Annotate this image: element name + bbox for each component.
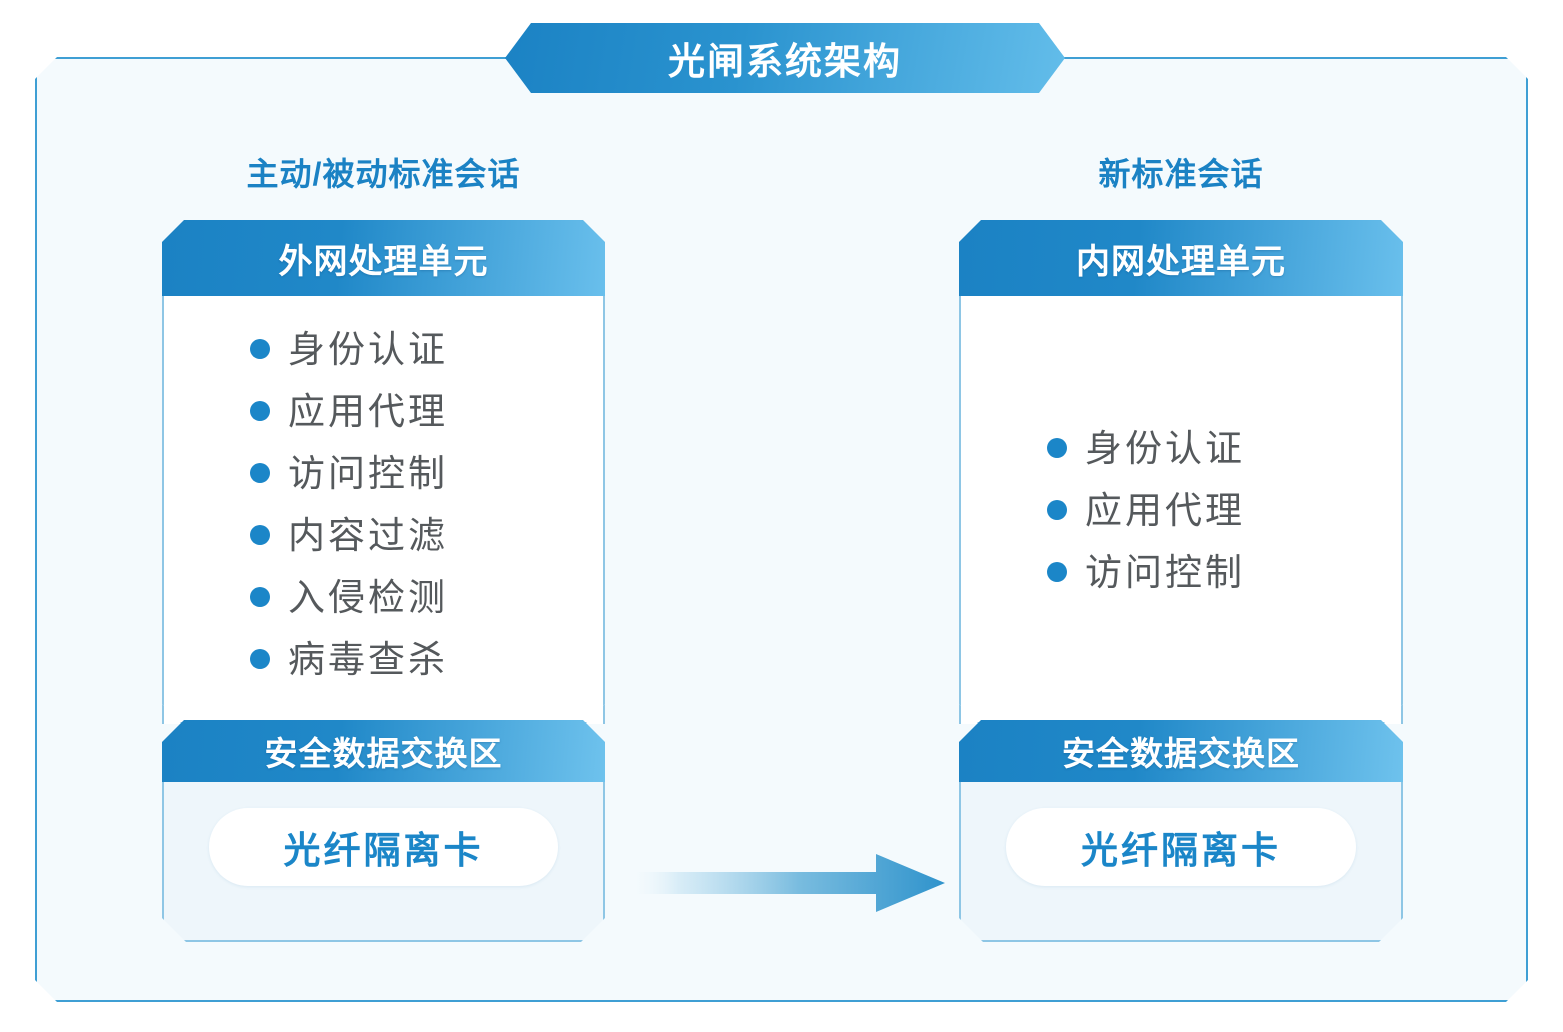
right-fiber-isolation-card[interactable]: 光纤隔离卡 [1006,808,1356,886]
feature-item: 内容过滤 [164,504,603,566]
right-unit-header-label: 内网处理单元 [1076,242,1286,281]
feature-item: 应用代理 [164,380,603,442]
bullet-icon [1047,562,1067,582]
feature-item-label: 应用代理 [1085,489,1245,531]
right-fiber-isolation-card-label: 光纤隔离卡 [1081,830,1281,871]
feature-item: 病毒查杀 [164,628,603,690]
feature-item-label: 身份认证 [1085,427,1245,469]
right-feature-list: 身份认证应用代理访问控制 [961,417,1401,603]
feature-item: 应用代理 [961,479,1401,541]
left-unit-header: 外网处理单元 [162,220,605,296]
left-exchange-zone: 安全数据交换区 光纤隔离卡 [162,720,605,942]
bullet-icon [250,463,270,483]
right-exchange-zone: 安全数据交换区 光纤隔离卡 [959,720,1403,942]
column-left: 主动/被动标准会话 外网处理单元 身份认证应用代理访问控制内容过滤入侵检测病毒查… [162,0,605,942]
bullet-icon [250,401,270,421]
left-fiber-isolation-card[interactable]: 光纤隔离卡 [209,808,558,886]
feature-item-label: 入侵检测 [288,576,448,618]
left-exchange-header: 安全数据交换区 [162,720,605,782]
right-unit-body: 身份认证应用代理访问控制 [959,296,1403,724]
feature-item-label: 访问控制 [288,452,448,494]
feature-item: 身份认证 [961,417,1401,479]
left-unit-header-label: 外网处理单元 [278,242,489,281]
data-flow-arrow-icon [620,854,945,912]
bullet-icon [1047,500,1067,520]
bullet-icon [1047,438,1067,458]
left-fiber-isolation-card-label: 光纤隔离卡 [283,830,484,871]
right-exchange-header-label: 安全数据交换区 [1062,735,1300,772]
right-unit-header: 内网处理单元 [959,220,1403,296]
bullet-icon [250,339,270,359]
right-exchange-header: 安全数据交换区 [959,720,1403,782]
left-processing-unit-card: 外网处理单元 身份认证应用代理访问控制内容过滤入侵检测病毒查杀 [162,220,605,724]
feature-item: 入侵检测 [164,566,603,628]
column-right-title: 新标准会话 [1098,156,1264,192]
feature-item-label: 访问控制 [1085,551,1245,593]
page-title: 光闸系统架构 [668,41,902,82]
feature-item-label: 内容过滤 [288,514,448,556]
right-exchange-body: 光纤隔离卡 [959,782,1403,942]
left-exchange-header-label: 安全数据交换区 [264,735,503,772]
feature-item: 访问控制 [961,541,1401,603]
diagram-title-banner: 光闸系统架构 [505,23,1065,93]
feature-item-label: 身份认证 [288,328,448,370]
column-right: 新标准会话 内网处理单元 身份认证应用代理访问控制 安全数据交换区 光纤隔离卡 [959,0,1403,942]
bullet-icon [250,525,270,545]
feature-item: 访问控制 [164,442,603,504]
left-unit-body: 身份认证应用代理访问控制内容过滤入侵检测病毒查杀 [162,296,605,724]
column-left-title: 主动/被动标准会话 [246,156,521,192]
feature-item-label: 应用代理 [288,390,448,432]
feature-item: 身份认证 [164,318,603,380]
bullet-icon [250,587,270,607]
right-processing-unit-card: 内网处理单元 身份认证应用代理访问控制 [959,220,1403,724]
left-exchange-body: 光纤隔离卡 [162,782,605,942]
bullet-icon [250,649,270,669]
feature-item-label: 病毒查杀 [288,638,448,680]
left-feature-list: 身份认证应用代理访问控制内容过滤入侵检测病毒查杀 [164,296,603,690]
